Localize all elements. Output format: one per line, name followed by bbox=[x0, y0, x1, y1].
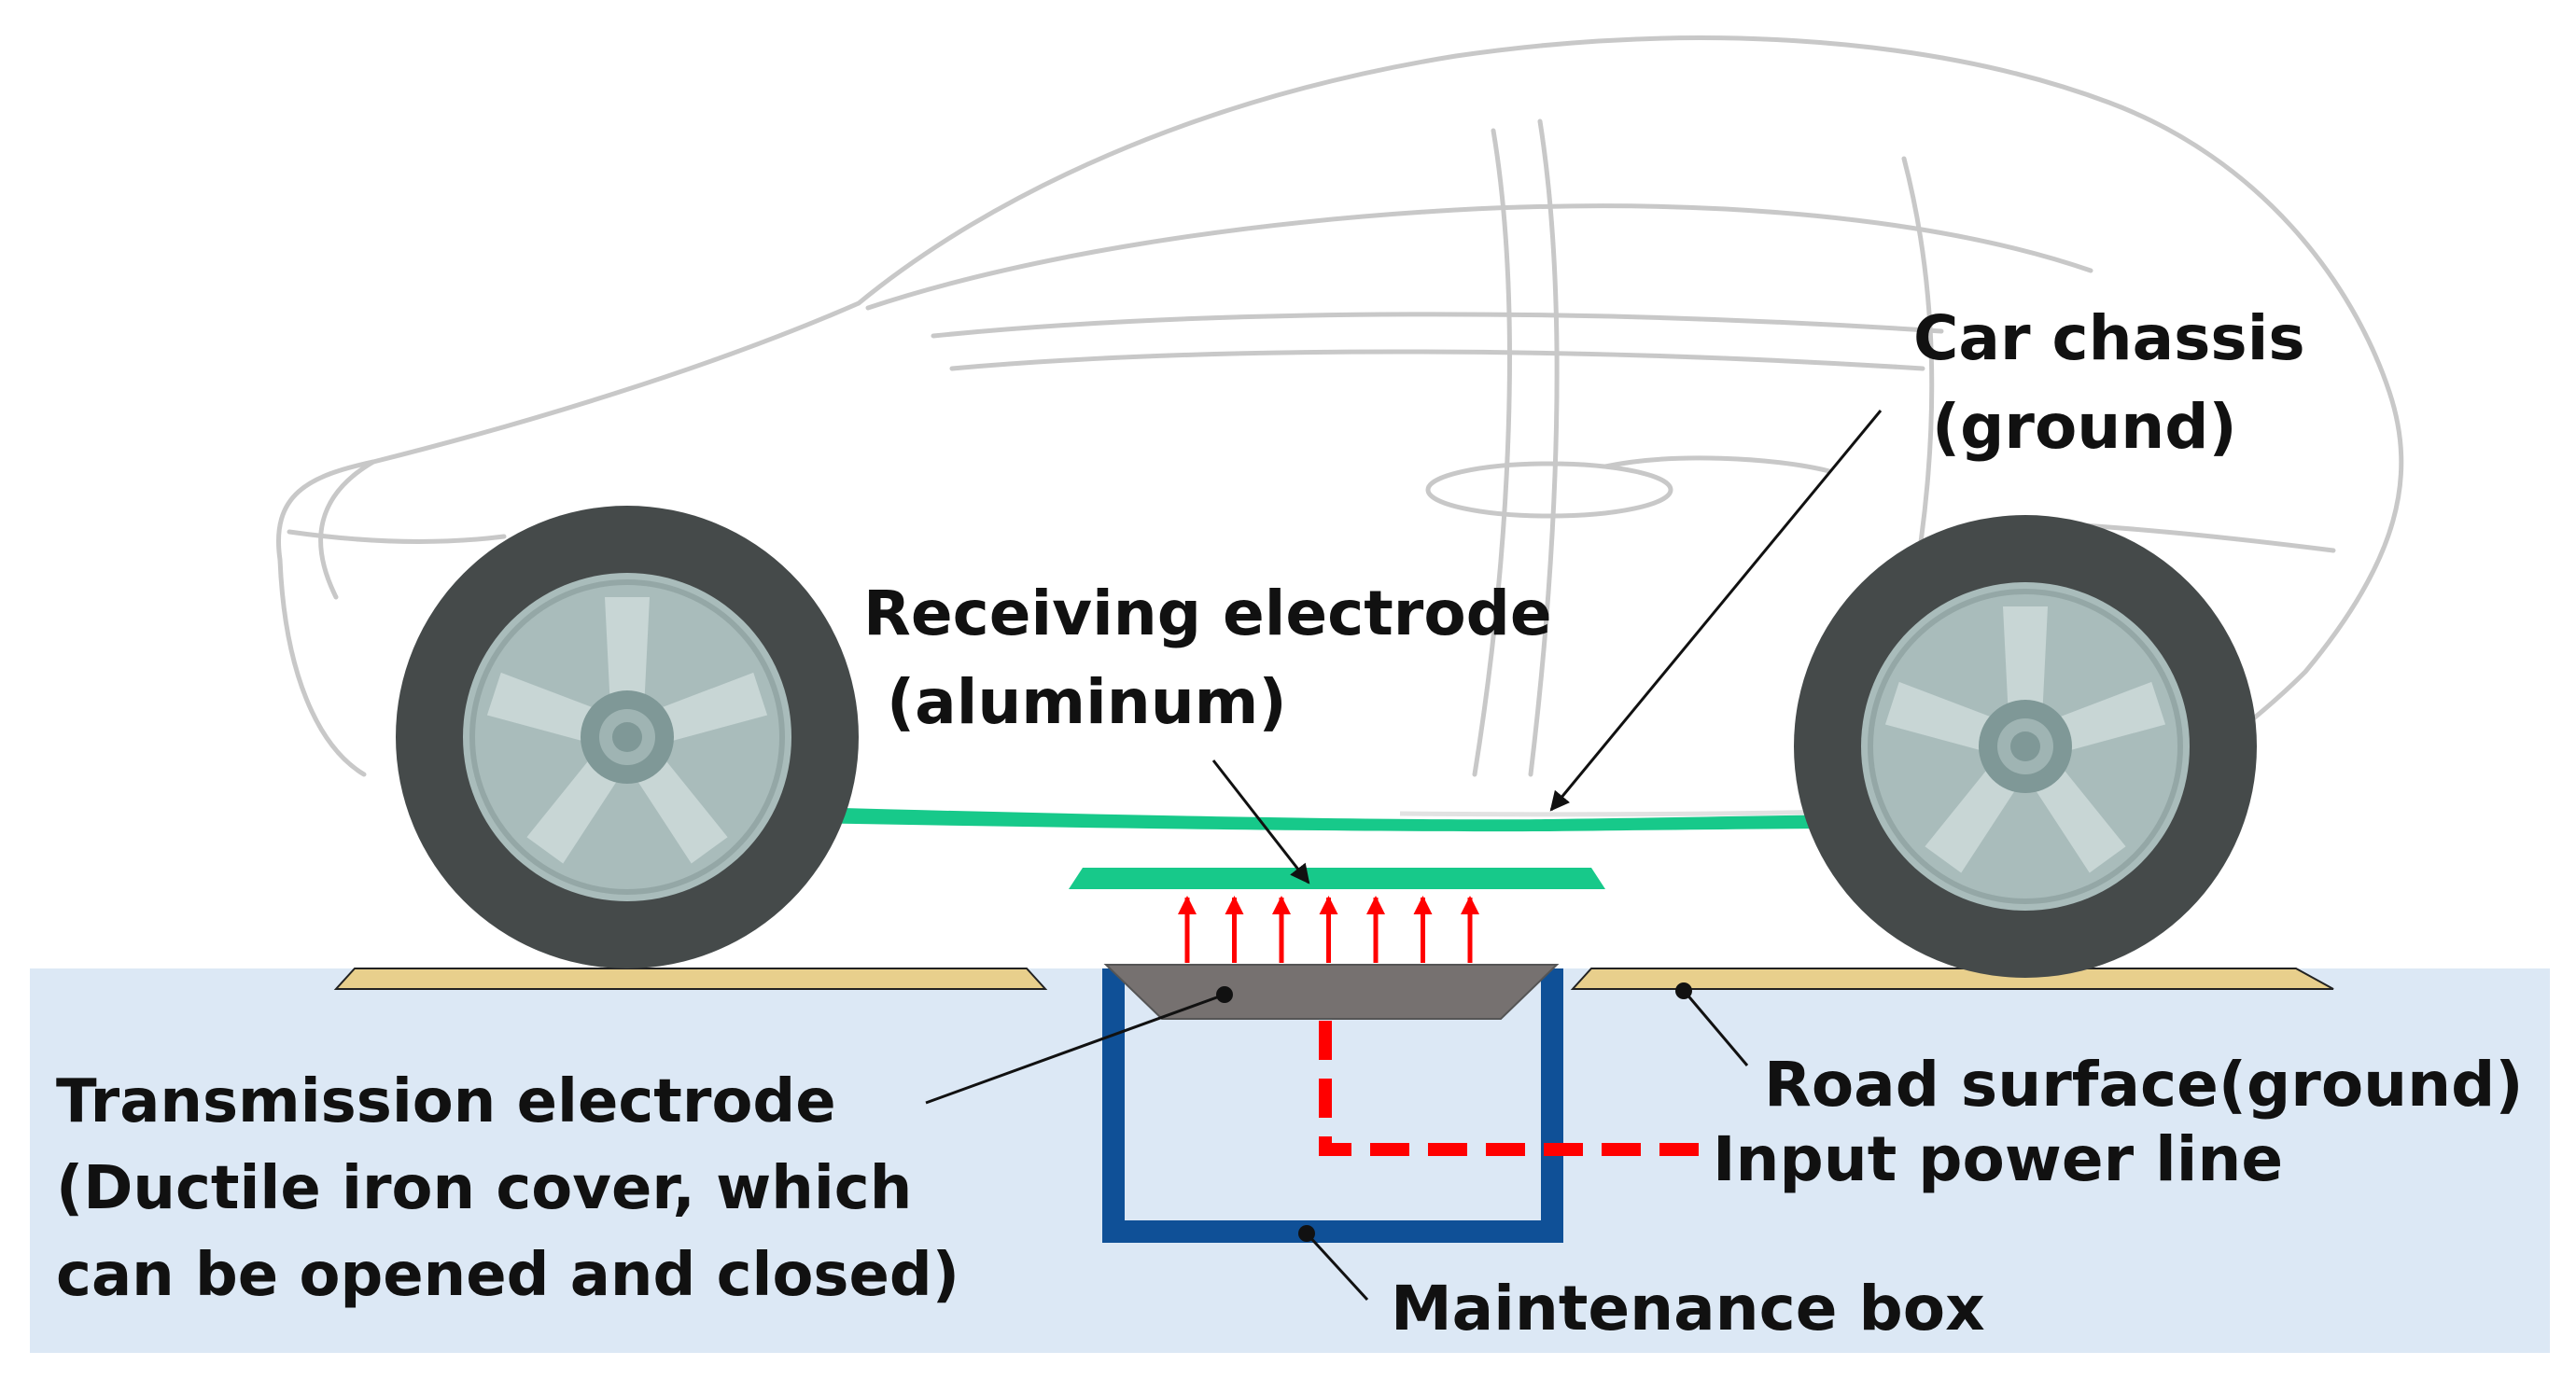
label-transmission-detail-1: (Ductile iron cover, which bbox=[56, 1154, 912, 1223]
wheel-icon bbox=[1794, 515, 2257, 978]
dot-transmission bbox=[1216, 986, 1233, 1003]
receiving-electrode bbox=[1069, 868, 1605, 889]
label-input-power-line: Input power line bbox=[1713, 1123, 2283, 1195]
input-power-line bbox=[1319, 1021, 1717, 1156]
field-arrows bbox=[1178, 896, 1479, 963]
leader-lines bbox=[925, 410, 1883, 1302]
dot-maintenance bbox=[1298, 1225, 1315, 1242]
label-road-surface: Road surface(ground) bbox=[1764, 1049, 2524, 1121]
dot-road bbox=[1675, 982, 1692, 999]
maintenance-box bbox=[1102, 968, 1563, 1243]
ground-area bbox=[30, 968, 2550, 1353]
leader-road-surface bbox=[1684, 992, 1749, 1066]
leader-car-chassis bbox=[1549, 410, 1883, 812]
label-car-chassis-ground: (ground) bbox=[1932, 391, 2237, 463]
road-pad-left bbox=[333, 968, 1048, 990]
label-maintenance-box: Maintenance box bbox=[1391, 1273, 1985, 1344]
transmission-electrode bbox=[1103, 964, 1560, 1020]
label-transmission-electrode: Transmission electrode bbox=[56, 1067, 836, 1136]
label-receiving-electrode: Receiving electrode bbox=[863, 578, 1552, 649]
label-receiving-material: (aluminum) bbox=[887, 666, 1287, 738]
car-chassis-plate bbox=[709, 804, 1923, 832]
leader-maintenance-box bbox=[1305, 1232, 1369, 1302]
label-car-chassis: Car chassis bbox=[1913, 302, 2305, 374]
label-transmission-detail-2: can be opened and closed) bbox=[56, 1241, 959, 1310]
leader-receiving-electrode bbox=[1211, 759, 1310, 885]
leader-transmission-electrode bbox=[925, 993, 1225, 1105]
wheel-icon bbox=[396, 506, 859, 968]
